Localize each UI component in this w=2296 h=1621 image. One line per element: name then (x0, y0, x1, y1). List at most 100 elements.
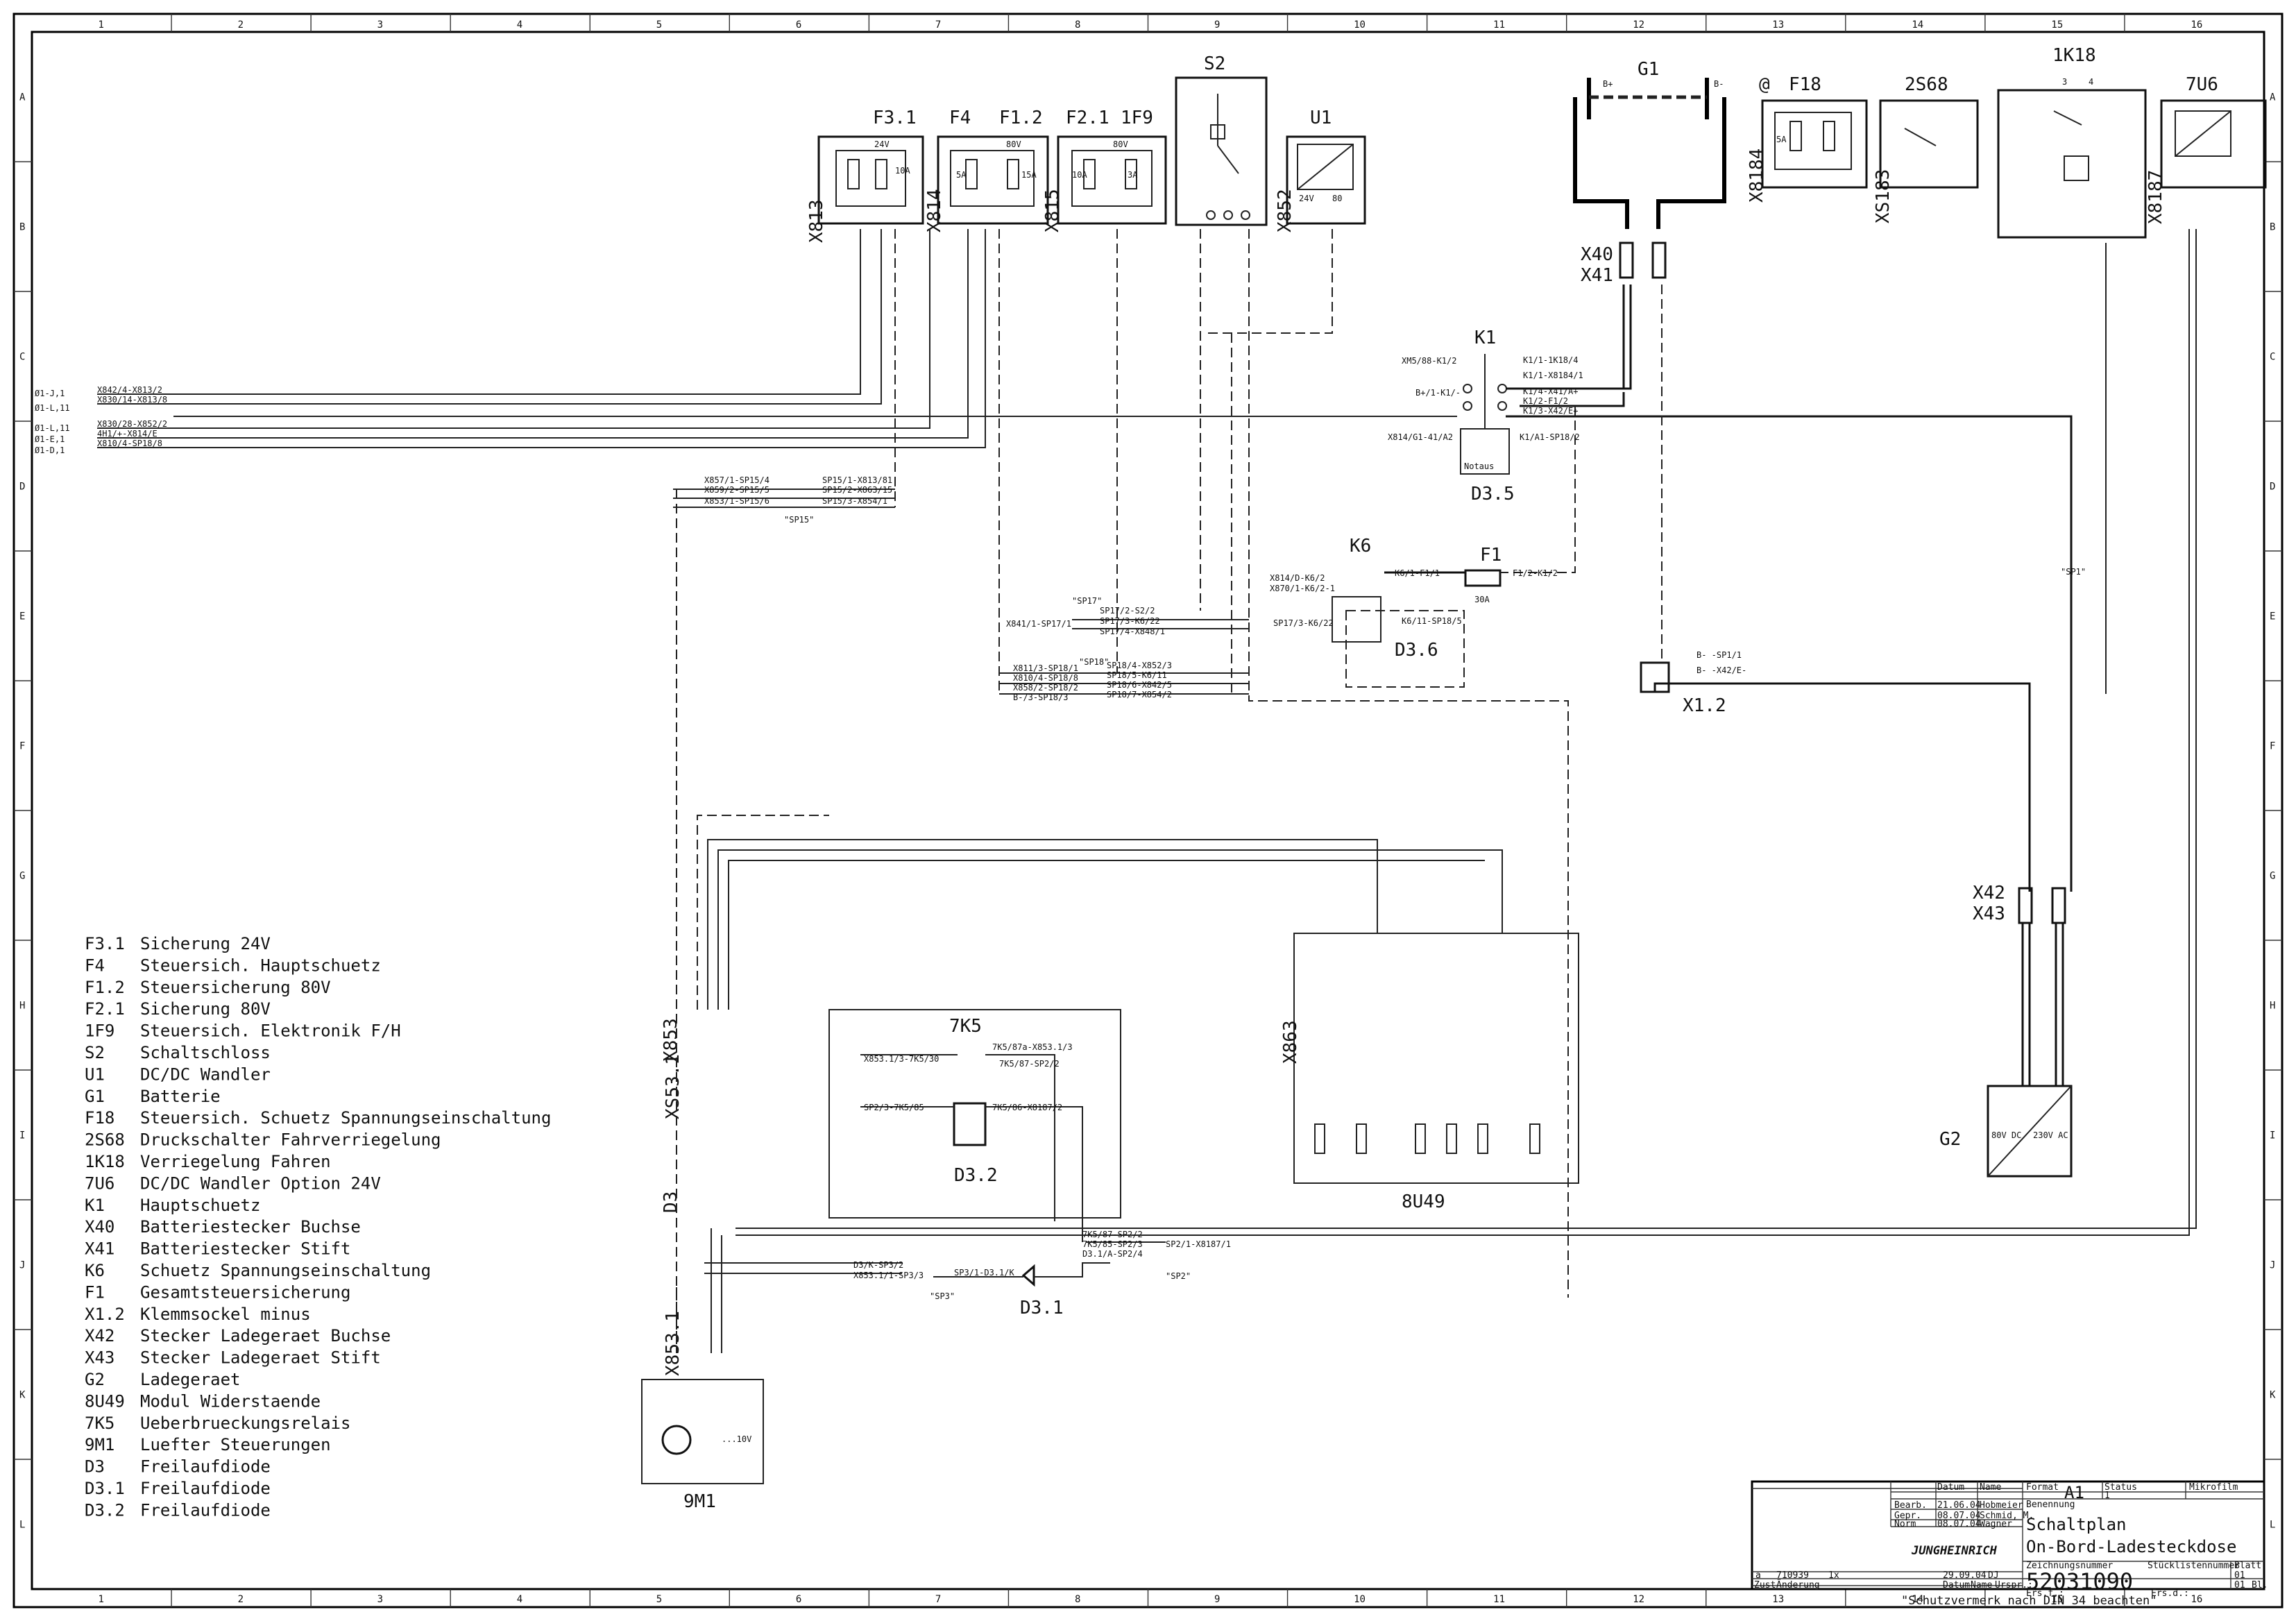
legend-code: D3.1 (85, 1479, 125, 1498)
legend-description: Schaltschloss (140, 1043, 271, 1062)
k6-label-0: X814/D-K6/2 (1270, 573, 1325, 583)
legend-description: Batteriestecker Buchse (140, 1217, 361, 1237)
legend-code: 1K18 (85, 1152, 125, 1171)
main-contactor-k1: K1 Notaus D3.5 (1460, 328, 1515, 504)
grid-row-label: A (2270, 92, 2276, 103)
sp3-label-2: SP3/1-D3.1/K (954, 1268, 1014, 1278)
left-ref-2: Ø1-L,11 (35, 423, 70, 433)
legend-code: 9M1 (85, 1435, 114, 1454)
battery-connector-x40-x41: X40 X41 (1581, 241, 1667, 286)
xs53-1-tag: XS53.1 (663, 1054, 683, 1119)
grid-col-label: 5 (656, 1594, 662, 1605)
legend-code: D3.2 (85, 1500, 125, 1520)
k1-label-4: K1/1-X8184/1 (1523, 371, 1583, 380)
sp15-label-1: X859/2-SP15/5 (704, 485, 769, 495)
k6-label-1: X870/1-K6/2-1 (1270, 584, 1335, 593)
dc-dc-converter-u1: U1 24V 80 X852 (1275, 108, 1366, 232)
sp3-label-0: D3/K-SP3/2 (853, 1260, 903, 1270)
legend-description: Steuersich. Schuetz Spannungseinschaltun… (140, 1108, 551, 1128)
left-label-0: X842/4-X813/2 (97, 385, 162, 395)
dc-dc-converter-7u6: 7U6 X8187 (2145, 74, 2267, 224)
splice-sp2: "SP2" (1166, 1271, 1191, 1281)
fan-9m1: 9M1 ...10V X853.1 (641, 1311, 764, 1512)
sp18-label-3: B-/3-SP18/3 (1013, 693, 1068, 702)
left-ref-3: Ø1-E,1 (35, 434, 65, 444)
tb-rev-num: 710939 (1776, 1570, 1809, 1581)
f1-2-rating-a: 15A (1021, 170, 1037, 180)
f3-1-rating-a: 10A (895, 166, 910, 176)
legend-code: X1.2 (85, 1305, 125, 1324)
grid-col-label: 8 (1075, 19, 1080, 31)
k5-label-1: 7K5/87a-X853.1/3 (992, 1042, 1073, 1052)
f4-tag: F4 (949, 108, 971, 128)
sp15-label-5: SP15/3-X854/1 (822, 496, 887, 506)
tb-ersd: Ers.d.: (2151, 1588, 2189, 1599)
wiring (97, 229, 2197, 1353)
f18-marker: @ (1759, 74, 1770, 95)
legend-code: 7K5 (85, 1414, 114, 1433)
charger-connector-x42-x43: X42 X43 (1973, 883, 2066, 924)
k1-label-3: K1/1-1K18/4 (1523, 355, 1578, 365)
sp15-label-0: X857/1-SP15/4 (704, 475, 769, 485)
grid-col-label: 7 (935, 19, 941, 31)
key-switch-s2: S2 (1175, 53, 1268, 226)
f1-rating: 30A (1474, 595, 1490, 604)
k1-label-1: B+/1-K1/- (1415, 388, 1461, 398)
grid-row-label: D (2270, 482, 2275, 493)
tb-footer: "Schutzvermerk nach DIN 34 beachten" (1901, 1594, 2157, 1608)
g2-ac: 230V AC (2033, 1130, 2068, 1140)
legend-description: Freilaufdiode (140, 1500, 271, 1520)
sp18-label-7: SP18/7-X854/2 (1107, 690, 1172, 699)
left-label-4: X810/4-SP18/8 (97, 439, 162, 448)
grid-col-label: 6 (796, 19, 801, 31)
grid-col-label: 1 (99, 1594, 104, 1605)
1k18-pin4: 4 (2089, 77, 2093, 87)
tb-gepr-date: 08.07.04 (1937, 1511, 1981, 1521)
k6-label-5: F1/2-K1/2 (1513, 568, 1558, 578)
grid-col-label: 11 (1493, 19, 1505, 31)
x814-plug: X814 (924, 189, 945, 232)
left-label-1: X830/14-X813/8 (97, 395, 167, 405)
grid-row-label: I (2270, 1130, 2275, 1142)
tb-bearb-name: Hobmeier (1980, 1500, 2023, 1511)
x12-label-0: B- -SP1/1 (1697, 650, 1742, 660)
splice-sp1: "SP1" (2061, 567, 2086, 577)
grid-col-label: 14 (1912, 19, 1923, 31)
d3-tag: D3 (661, 1191, 681, 1213)
drawing-frame (12, 12, 2284, 1609)
tb-rev-ix: 1x (1828, 1570, 1839, 1581)
tb-blatt-label: Blatt (2234, 1561, 2261, 1571)
sp15-label-2: X853/1-SP15/6 (704, 496, 769, 506)
legend-description: Steuersich. Hauptschuetz (140, 956, 381, 975)
grid-row-label: J (19, 1260, 25, 1271)
tb-benennung-label: Benennung (2026, 1500, 2075, 1510)
splice-sp17: "SP17" (1072, 596, 1102, 606)
legend-code: U1 (85, 1064, 105, 1084)
grid-col-label: 12 (1633, 1594, 1644, 1605)
wire-labels-sp3: D3/K-SP3/2 X853.1/1-SP3/3 SP3/1-D3.1/K (853, 1260, 1014, 1280)
grid-col-label: 1 (99, 19, 104, 31)
wire-labels-sp18: X811/3-SP18/1 X810/4-SP18/8 X858/2-SP18/… (1013, 661, 1172, 702)
grid-col-label: 6 (796, 1594, 801, 1605)
legend-description: Klemmsockel minus (140, 1305, 311, 1324)
grid-col-label: 10 (1354, 19, 1366, 31)
k6-label-3: SP17/3-K6/22 (1273, 618, 1334, 628)
grid-col-label: 14 (1912, 1594, 1923, 1605)
splice-sp3: "SP3" (930, 1291, 955, 1301)
sp18-label-2: X858/2-SP18/2 (1013, 683, 1078, 693)
legend-description: Freilaufdiode (140, 1479, 271, 1498)
legend-description: Sicherung 24V (140, 934, 271, 953)
grid-col-label: 5 (656, 19, 662, 31)
legend-code: F4 (85, 956, 105, 975)
legend-code: X43 (85, 1348, 114, 1368)
k6-label-2: K6/1-F1/1 (1395, 568, 1440, 578)
tb-bearb-date: 21.06.04 (1937, 1500, 1981, 1511)
k5-label-2: 7K5/87-SP2/2 (999, 1059, 1060, 1069)
d3-2-tag: D3.2 (954, 1165, 998, 1186)
legend-code: G2 (85, 1370, 105, 1389)
grid-row-label: L (19, 1520, 25, 1531)
grid-col-label: 9 (1214, 19, 1220, 31)
grid-col-label: 4 (517, 19, 522, 31)
grid-col-label: 3 (377, 1594, 383, 1605)
grid-row-label: C (2270, 352, 2275, 363)
